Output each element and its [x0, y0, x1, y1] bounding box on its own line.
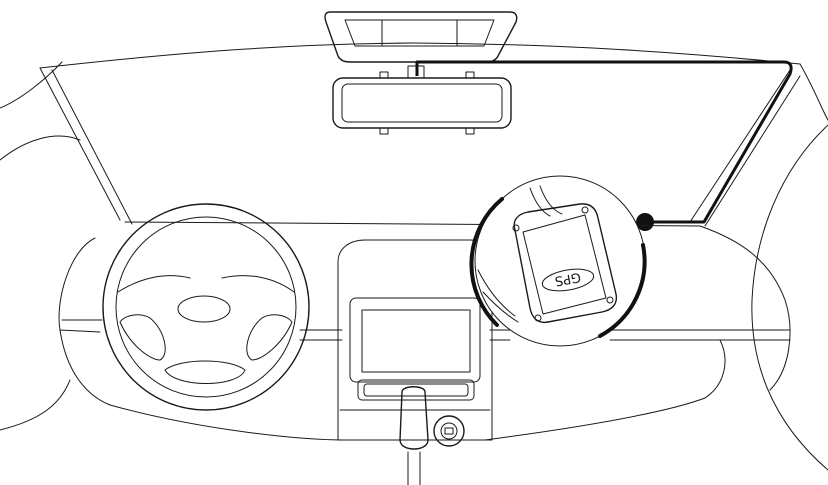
- original-rearview-mirror: [325, 12, 517, 62]
- cigarette-lighter-socket: [434, 416, 464, 446]
- gps-detail-callout: GPS: [471, 176, 645, 346]
- windshield-frame: [40, 68, 800, 226]
- center-console: [338, 240, 492, 440]
- dash-camera-mirror: [333, 66, 511, 134]
- steering-wheel: [103, 204, 309, 410]
- right-door-panel: [752, 125, 828, 470]
- dashboard: [59, 222, 790, 440]
- left-door-panel: [0, 136, 80, 430]
- roof-headliner: [0, 43, 828, 120]
- gear-shifter: [400, 387, 428, 485]
